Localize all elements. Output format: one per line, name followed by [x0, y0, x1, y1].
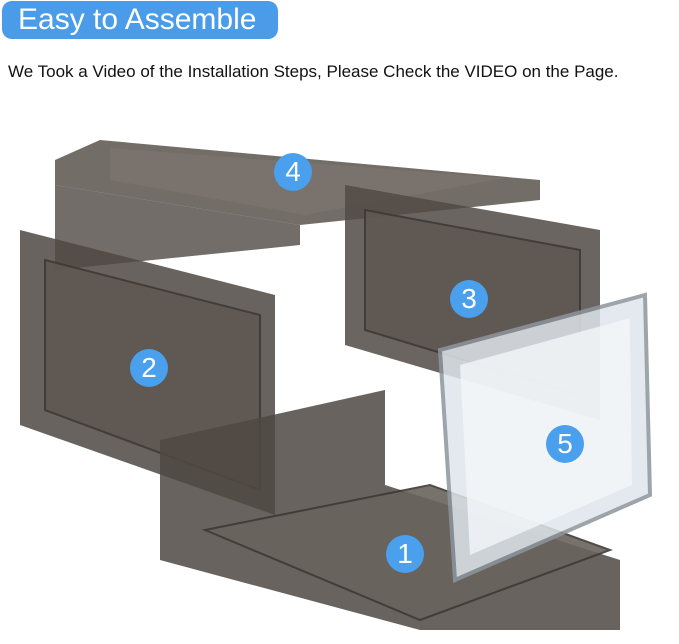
- title-badge: Easy to Assemble: [2, 1, 278, 39]
- clear-door-shape: [437, 292, 653, 583]
- assembly-illustration: 4 2 3 5 1: [0, 100, 679, 639]
- exploded-box-diagram: [20, 140, 653, 630]
- step-2-marker: 2: [130, 349, 168, 387]
- step-1-marker: 1: [386, 535, 424, 573]
- step-4-marker: 4: [274, 153, 312, 191]
- step-5-marker: 5: [546, 425, 584, 463]
- step-3-marker: 3: [450, 280, 488, 318]
- subtitle-text: We Took a Video of the Installation Step…: [8, 62, 619, 81]
